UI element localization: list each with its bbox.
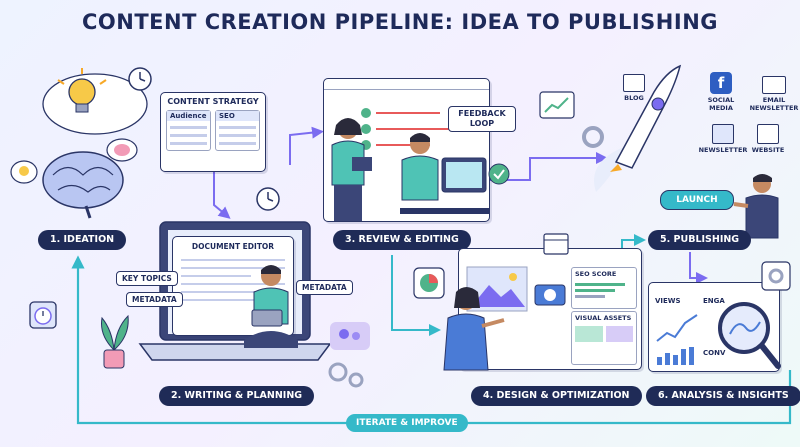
blog-label: BLOG	[624, 94, 644, 102]
stage-ideation: 1. IDEATION	[38, 230, 127, 250]
clock-icon	[256, 187, 280, 211]
pie-chart-icon	[413, 267, 445, 299]
channel-email-newsletter: EMAIL NEWSLETTER	[748, 76, 800, 112]
audience-column: Audience	[166, 110, 211, 151]
seo-column: SEO	[215, 110, 260, 151]
settings-card-icon	[761, 261, 791, 291]
writer-person	[244, 265, 298, 348]
publisher-man	[733, 174, 779, 239]
newsletter-icon	[712, 124, 734, 144]
arrow-writing-to-review	[289, 126, 324, 165]
metadata-tag-left: METADATA	[126, 292, 183, 307]
camera-icon	[534, 284, 566, 306]
iterate-improve-label: ITERATE & IMPROVE	[346, 414, 468, 432]
content-strategy-card: CONTENT STRATEGY Audience SEO	[160, 92, 266, 172]
conversions-label: CONV	[703, 349, 726, 357]
launch-button[interactable]: LAUNCH	[660, 190, 734, 210]
stage-writing-planning: 2. WRITING & PLANNING	[159, 386, 315, 406]
lightbulb-icon	[57, 68, 107, 113]
website-icon	[757, 124, 779, 144]
seo-score-panel: SEO SCORE	[571, 267, 637, 309]
key-topics-tag: KEY TOPICS	[116, 271, 178, 286]
gear-icon	[582, 126, 604, 148]
views-label: VIEWS	[655, 297, 681, 305]
website-label: WEBSITE	[751, 146, 785, 154]
plant-icon	[101, 314, 129, 369]
stage-analysis-insights: 6. ANALYSIS & INSIGHTS	[646, 386, 800, 406]
metadata-tag-right: METADATA	[296, 280, 353, 295]
bars-chart	[657, 347, 694, 365]
reviewer-woman	[331, 118, 372, 221]
chart-card-icon	[539, 91, 575, 119]
stage-review-editing: 3. REVIEW & EDITING	[333, 230, 471, 250]
arrow-publish-to-analysis	[689, 252, 708, 284]
small-brain-bubble-icon	[106, 138, 138, 162]
strategy-title: CONTENT STRATEGY	[167, 97, 259, 106]
email-icon	[762, 76, 786, 94]
gear-icon	[328, 362, 364, 388]
calendar-clock-icon	[29, 301, 57, 329]
chat-bubbles-icon	[330, 322, 370, 350]
arrow-strategy-to-writing	[213, 170, 231, 219]
arrow-review-to-publish	[490, 152, 608, 181]
window-icon	[543, 233, 569, 255]
seo-label: SEO	[216, 111, 259, 121]
feedback-loop-bubble: FEEDBACK LOOP	[448, 106, 516, 132]
magnifier-icon	[718, 302, 781, 369]
editor-man-at-desk	[400, 133, 490, 214]
views-line-chart	[656, 314, 698, 342]
channel-website: WEBSITE	[750, 124, 786, 154]
newsletter-label: NEWSLETTER	[698, 146, 748, 154]
channel-newsletter: NEWSLETTER	[698, 124, 748, 154]
email-label: EMAIL NEWSLETTER	[749, 96, 799, 112]
social-label: SOCIAL MEDIA	[707, 96, 735, 112]
visual-assets-panel: VISUAL ASSETS	[571, 311, 637, 365]
rocket-illustration	[594, 64, 682, 192]
arrow-review-to-design	[391, 255, 441, 336]
editor-title: DOCUMENT EDITOR	[191, 242, 275, 251]
brain-icon	[42, 151, 124, 219]
analytics-dashboard: VIEWS ENGA CONV	[648, 282, 780, 372]
stage-publishing: 5. PUBLISHING	[648, 230, 752, 250]
blog-icon	[623, 74, 645, 92]
visual-assets-label: VISUAL ASSETS	[575, 314, 632, 322]
channel-blog: BLOG	[618, 74, 650, 102]
channel-social: f SOCIAL MEDIA	[702, 72, 740, 112]
small-bulb-bubble-icon	[10, 160, 38, 184]
audience-label: Audience	[167, 111, 210, 121]
check-circle-icon	[488, 163, 510, 185]
stage-design-optimization: 4. DESIGN & OPTIMIZATION	[471, 386, 642, 406]
clock-icon	[128, 67, 152, 91]
facebook-icon: f	[710, 72, 732, 94]
engagement-label: ENGA	[703, 297, 725, 305]
page-title: CONTENT CREATION PIPELINE: IDEA TO PUBLI…	[81, 10, 719, 34]
seo-score-label: SEO SCORE	[575, 270, 617, 278]
designer-woman	[443, 287, 505, 371]
